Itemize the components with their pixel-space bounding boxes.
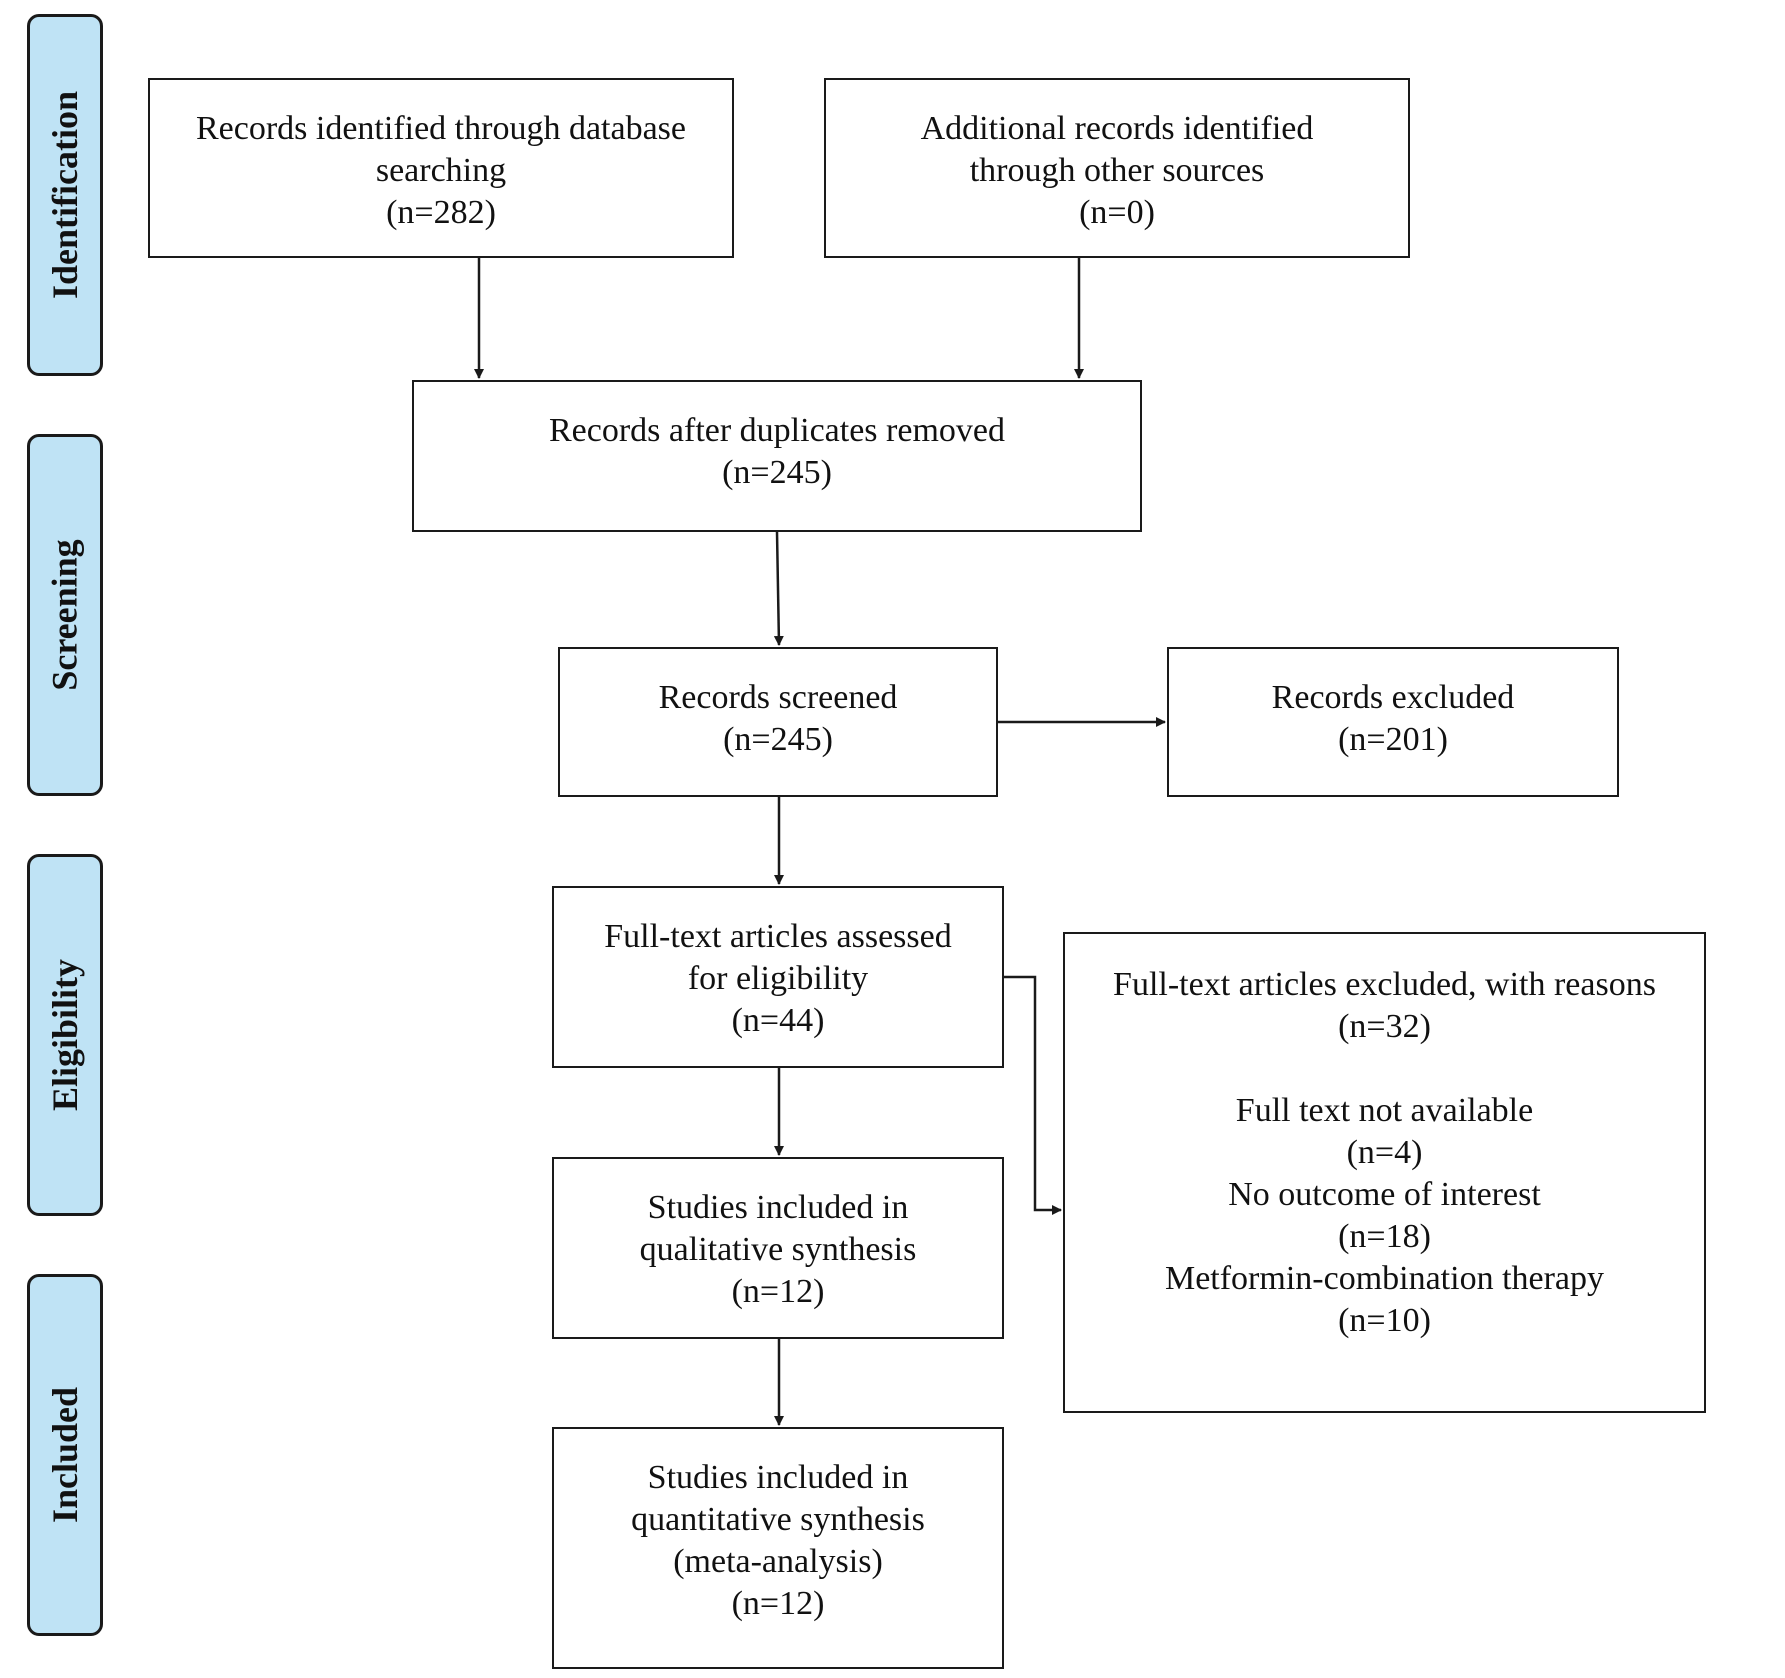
arrow-duplicates-to-screened bbox=[773, 531, 784, 646]
box-quantitative-synthesis: Studies included in quantitative synthes… bbox=[552, 1427, 1004, 1669]
box-database-search: Records identified through database sear… bbox=[148, 78, 734, 258]
reason-no-outcome: No outcome of interest bbox=[1228, 1176, 1541, 1213]
box-full-text-excluded: Full-text articles excluded, with reason… bbox=[1063, 932, 1706, 1413]
box-full-text-excluded-heading: Full-text articles excluded, with reason… bbox=[1113, 966, 1656, 1003]
box-records-excluded-count: (n=201) bbox=[1338, 721, 1448, 758]
stage-included: Included bbox=[27, 1274, 103, 1636]
box-quantitative-synthesis-count: (n=12) bbox=[731, 1585, 825, 1622]
stage-screening: Screening bbox=[27, 434, 103, 796]
box-full-text-assessed-line-1: Full-text articles assessed bbox=[604, 918, 952, 955]
box-records-screened-line-1: Records screened bbox=[658, 679, 898, 716]
box-records-screened-count: (n=245) bbox=[723, 721, 833, 758]
box-database-search-line-1: Records identified through database bbox=[195, 110, 686, 147]
box-records-screened: Records screened (n=245) bbox=[558, 647, 998, 797]
box-full-text-assessed: Full-text articles assessed for eligibil… bbox=[552, 886, 1004, 1068]
box-qualitative-synthesis: Studies included in qualitative synthesi… bbox=[552, 1157, 1004, 1339]
box-database-search-count: (n=282) bbox=[386, 194, 496, 231]
reason-not-available: Full text not available bbox=[1235, 1092, 1534, 1129]
box-other-sources-count: (n=0) bbox=[1079, 194, 1155, 231]
box-duplicates-removed: Records after duplicates removed (n=245) bbox=[412, 380, 1142, 532]
box-duplicates-removed-count: (n=245) bbox=[722, 454, 832, 491]
reason-no-outcome-count: (n=18) bbox=[1338, 1218, 1431, 1255]
box-qualitative-synthesis-line-1: Studies included in bbox=[647, 1189, 909, 1226]
box-quantitative-synthesis-line-3: (meta-analysis) bbox=[673, 1543, 883, 1580]
stage-identification: Identification bbox=[27, 14, 103, 376]
box-records-excluded-line-1: Records excluded bbox=[1271, 679, 1515, 716]
reason-combination-therapy-count: (n=10) bbox=[1338, 1302, 1431, 1339]
arrow-full-text-to-excluded-reasons bbox=[1004, 975, 1062, 1215]
box-other-sources: Additional records identified through ot… bbox=[824, 78, 1410, 258]
box-full-text-excluded-count: (n=32) bbox=[1338, 1008, 1431, 1045]
reason-not-available-count: (n=4) bbox=[1346, 1134, 1423, 1171]
box-full-text-assessed-line-2: for eligibility bbox=[687, 960, 869, 997]
box-duplicates-removed-line-1: Records after duplicates removed bbox=[549, 412, 1005, 449]
box-records-excluded: Records excluded (n=201) bbox=[1167, 647, 1619, 797]
stage-eligibility: Eligibility bbox=[27, 854, 103, 1216]
box-other-sources-line-2: through other sources bbox=[969, 152, 1265, 189]
box-qualitative-synthesis-line-2: qualitative synthesis bbox=[639, 1231, 917, 1268]
box-qualitative-synthesis-count: (n=12) bbox=[731, 1273, 825, 1310]
box-full-text-assessed-count: (n=44) bbox=[731, 1002, 825, 1039]
box-quantitative-synthesis-line-2: quantitative synthesis bbox=[631, 1501, 925, 1538]
box-other-sources-line-1: Additional records identified bbox=[920, 110, 1314, 147]
box-database-search-line-2: searching bbox=[375, 152, 507, 189]
box-quantitative-synthesis-line-1: Studies included in bbox=[647, 1459, 909, 1496]
reason-combination-therapy: Metformin-combination therapy bbox=[1164, 1260, 1605, 1297]
